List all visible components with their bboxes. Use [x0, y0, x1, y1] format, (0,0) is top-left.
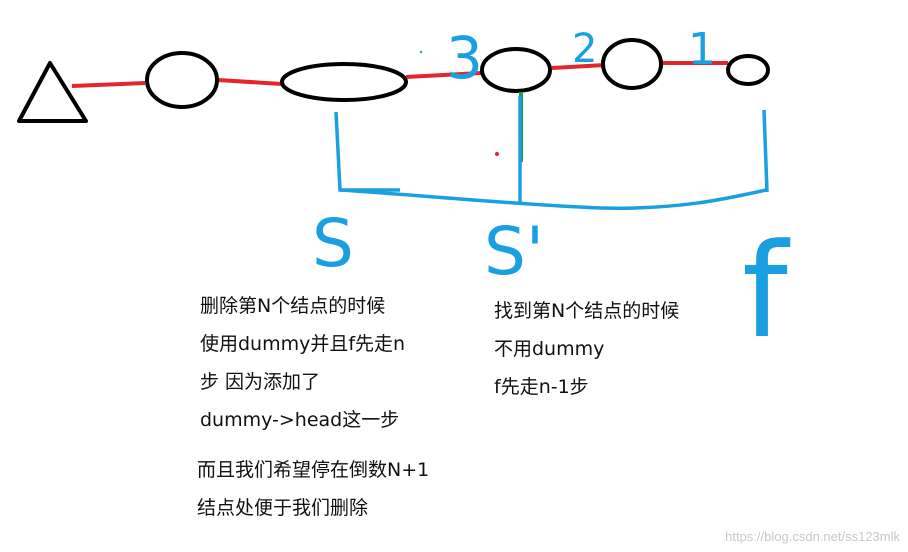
node-2	[280, 62, 408, 102]
note-delete-nth: 删除第N个结点的时候 使用dummy并且f先走n 步 因为添加了 dummy->…	[200, 287, 405, 439]
note-line: 步 因为添加了	[200, 371, 321, 393]
note-line: 使用dummy并且f先走n	[200, 333, 406, 355]
pointer-bracket-left	[334, 111, 400, 192]
label-pos2: 2	[572, 26, 597, 72]
note-find-nth: 找到第N个结点的时候 不用dummy f先走n-1步	[494, 292, 679, 406]
pointer-bracket-span	[339, 188, 767, 210]
node-5	[726, 54, 770, 86]
label-pos3: 3	[446, 24, 483, 92]
node-3	[480, 47, 552, 93]
label-pointer-s-prime: S'	[484, 213, 544, 290]
node-4	[601, 38, 663, 90]
dot-mark	[495, 152, 499, 156]
note-stop-position: 而且我们希望停在倒数N+1 结点处便于我们删除	[197, 451, 429, 527]
note-line: f先走n-1步	[494, 376, 589, 398]
label-pointer-s: S	[312, 205, 354, 282]
dot-mark-2	[419, 50, 423, 54]
label-pointer-f: f	[742, 215, 791, 367]
note-line: 删除第N个结点的时候	[200, 295, 386, 317]
link-node1-node2	[217, 78, 283, 86]
link-node3-node4	[551, 63, 606, 70]
node-1	[145, 51, 219, 109]
pointer-line-f	[762, 109, 769, 193]
link-node2-node3	[405, 71, 482, 79]
watermark: https://blog.csdn.net/ss123mlk	[725, 529, 900, 544]
link-head-node1	[71, 81, 146, 88]
note-line: 而且我们希望停在倒数N+1	[197, 459, 430, 481]
note-line: 找到第N个结点的时候	[494, 300, 680, 322]
dummy-head-triangle	[17, 61, 88, 123]
note-line: dummy->head这一步	[200, 409, 400, 431]
label-pos1: 1	[688, 24, 716, 75]
note-line: 不用dummy	[494, 338, 605, 360]
note-line: 结点处便于我们删除	[197, 497, 369, 519]
